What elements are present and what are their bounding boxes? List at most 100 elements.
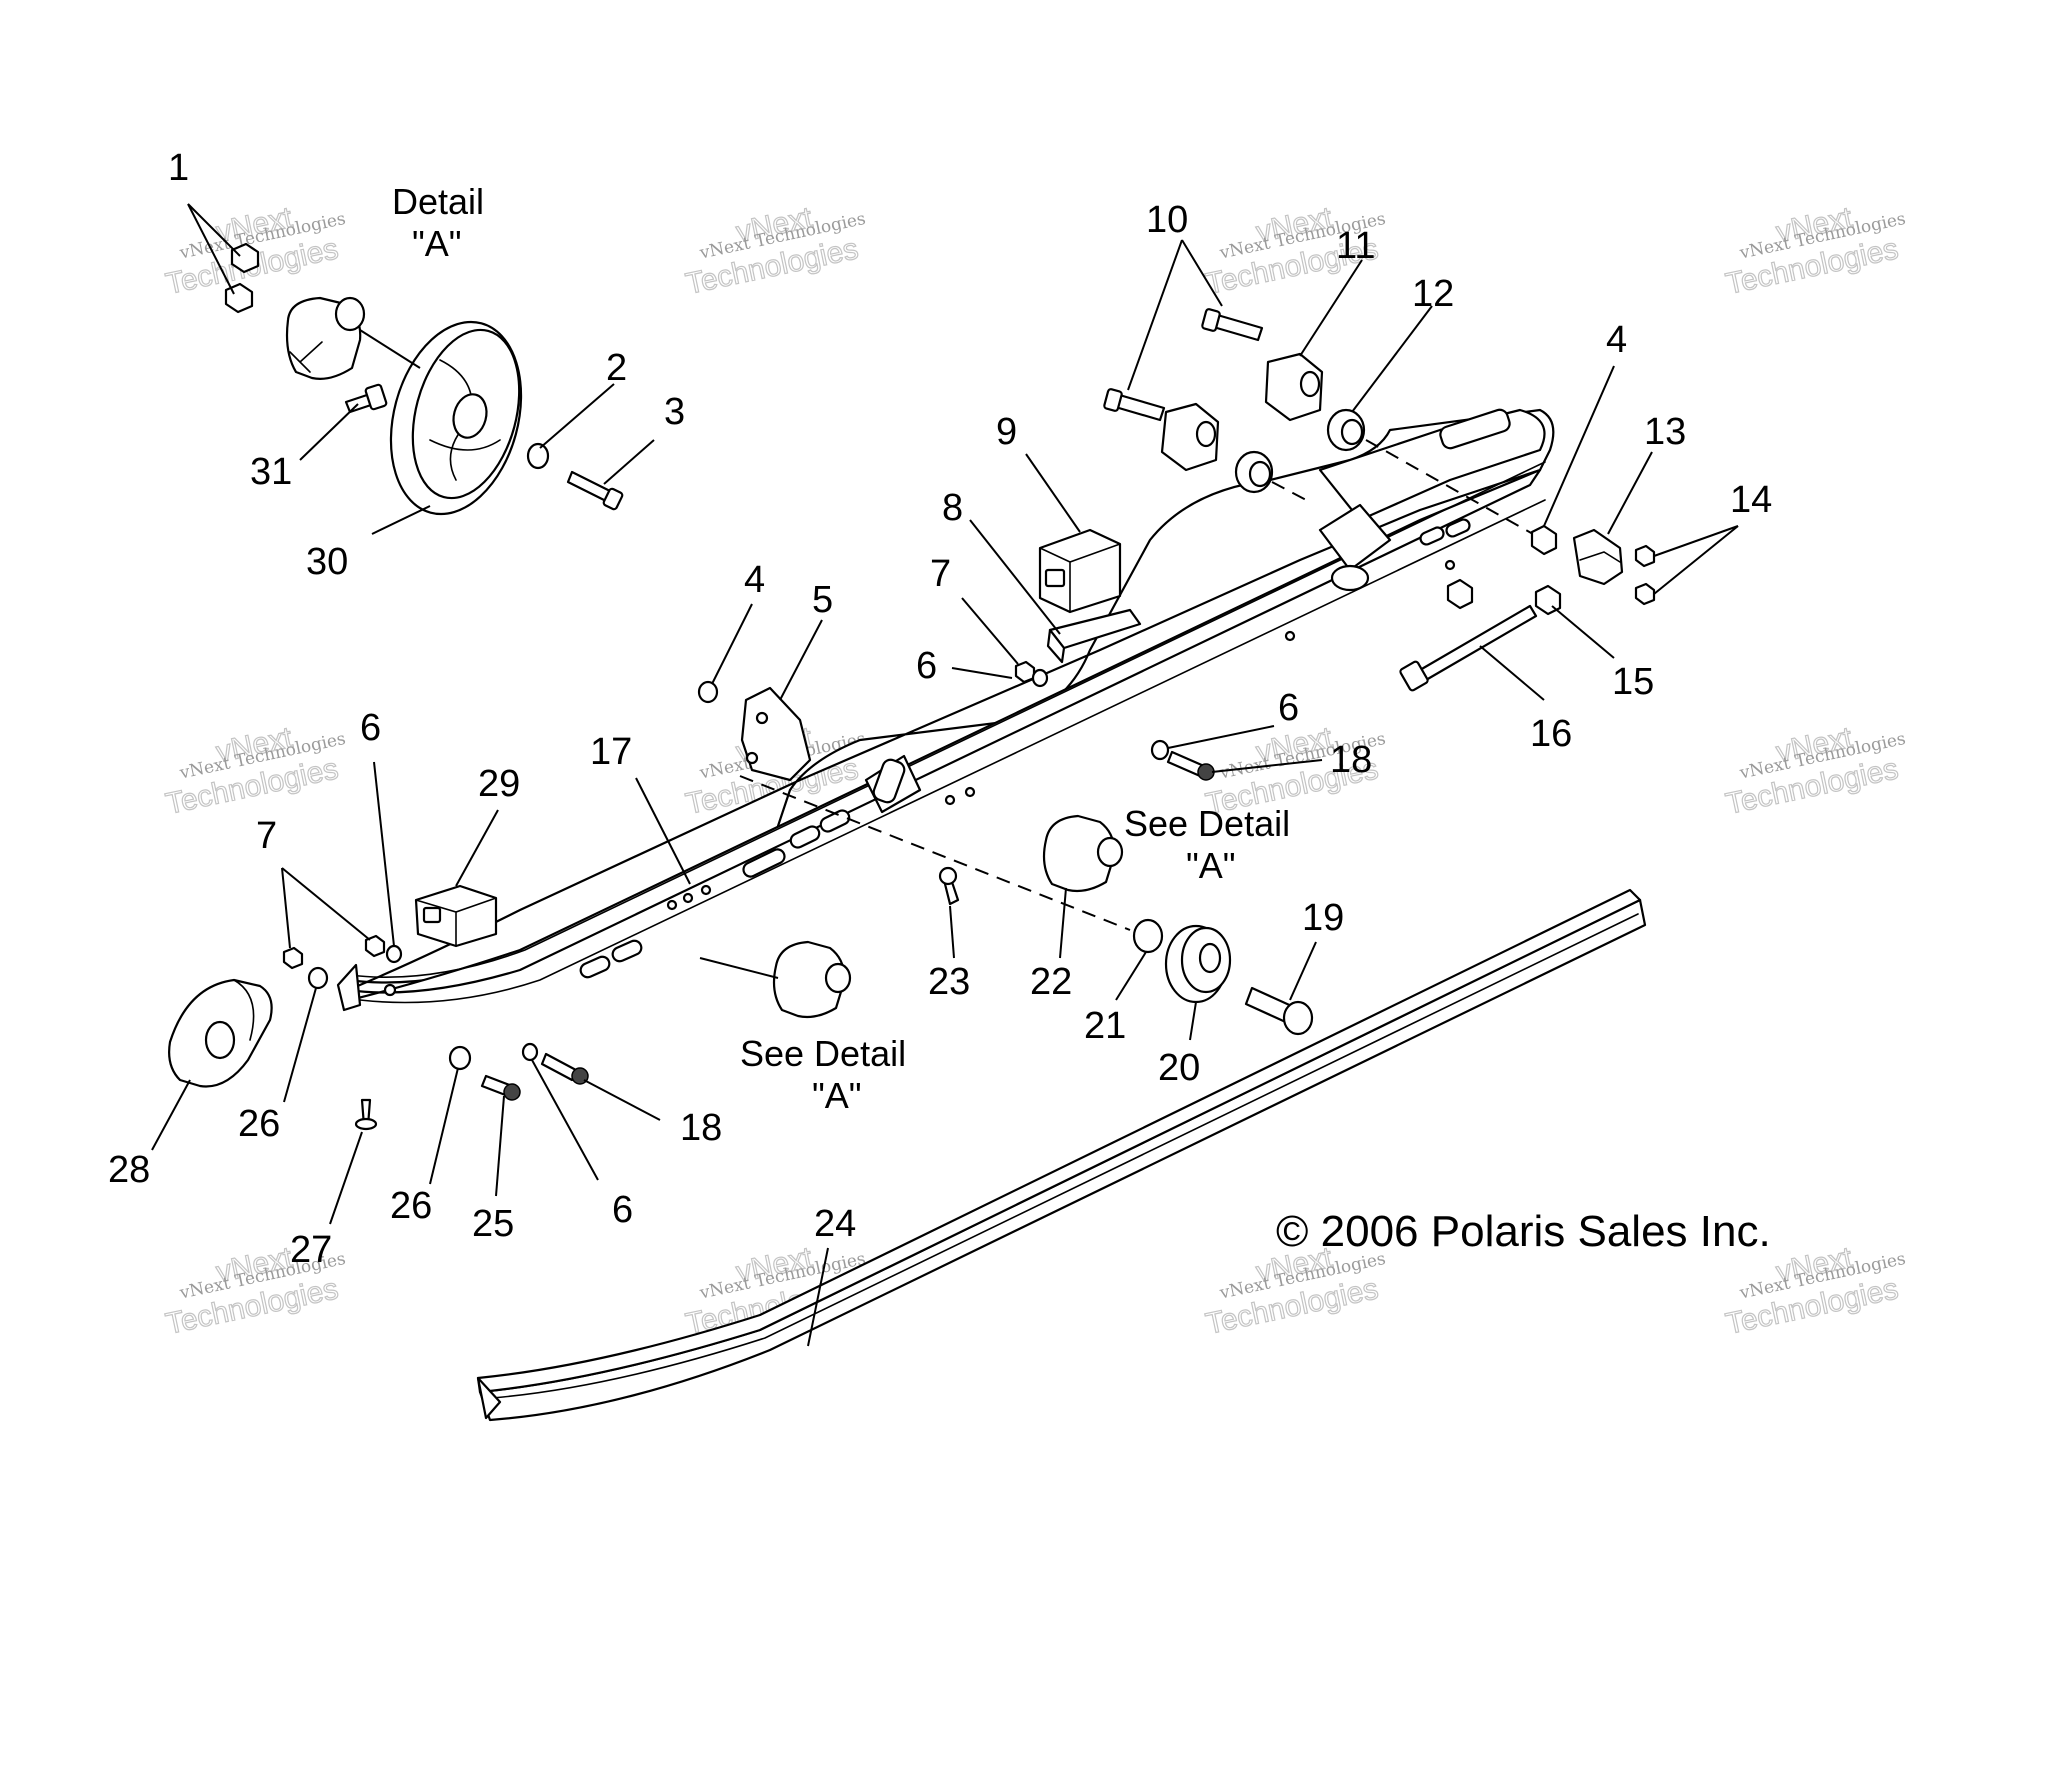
leader-28 [151,1079,191,1151]
nut-7-front [282,946,304,970]
spacer-11-lower-hole [1195,420,1217,448]
housing-29-window [422,906,442,924]
front-bracket-hole [755,711,769,725]
wheel-hub [452,393,488,439]
see-detail-lower: See Detail [740,1033,906,1074]
rail-rear-slot [1439,408,1511,450]
screw-27-head [354,1117,378,1131]
watermark: Technologies vNext vNext Technologies [1722,1240,1907,1341]
washer-2 [526,442,550,470]
callout-29: 29 [478,763,520,805]
callout-8: 8 [942,487,963,529]
rail-gusset [1318,503,1392,572]
spacer-11-upper-hole [1299,370,1321,398]
bracket-edge [289,341,323,373]
rail-hole-small [1444,559,1456,571]
callout-27: 27 [290,1229,332,1271]
leader-26b [429,1067,459,1185]
leader-10a [1127,239,1183,391]
leader-17 [635,777,691,885]
rail-hole-small [383,983,397,997]
callout-6d: 6 [612,1189,633,1231]
rail-hole-small [682,892,694,904]
callout-20: 20 [1158,1047,1200,1089]
leader-12 [1351,305,1433,413]
leader-6a [951,667,1013,679]
leader-7b2 [281,867,371,941]
leader-15 [1551,605,1615,659]
leader-14b [1653,525,1739,595]
detail-a-assembly [224,242,624,516]
bolt-23-head [938,866,958,886]
rail-edge-1 [349,461,1546,979]
leader-16 [1479,645,1545,701]
callout-26a: 26 [238,1103,280,1145]
nut-7-upper [1014,660,1036,684]
nut-14-upper [1634,544,1656,568]
bumper-28-edge [233,979,255,1041]
rail-tip [336,963,362,1012]
watermark: Technologies vNext vNext Technologies [162,720,347,821]
callout-7a: 7 [930,553,951,595]
leader-8 [969,519,1061,635]
bolt-18-lower [540,1052,578,1082]
leader-1 [187,203,241,257]
callout-11: 11 [1336,225,1375,267]
callout-18b: 18 [680,1107,722,1149]
leader-25 [495,1095,505,1197]
rail-hole-small [700,884,712,896]
rail-hole-small [666,899,678,911]
wear-strip-groove [491,913,1639,1399]
wheel-bracket-22-hub [1096,836,1124,868]
see-detail-upper-ref: "A" [1186,845,1236,886]
callout-10: 10 [1146,199,1188,241]
detail-a-title: Detail [392,181,484,222]
leader-23 [949,905,955,959]
callout-26b: 26 [390,1185,432,1227]
washer-6-front [385,944,403,964]
leader-21 [1115,951,1147,1001]
washer-26-lower [448,1045,472,1071]
leader-19 [1289,941,1317,1001]
leader-11 [1299,259,1363,357]
rail-rear-plate [1318,408,1546,522]
axis-line-12 [1365,439,1541,539]
see-detail-upper: See Detail [1124,803,1290,844]
leader-6c [373,761,395,947]
rail-edge-2 [359,499,1546,1004]
leader-26a [283,987,317,1103]
copyright-notice: © 2006 Polaris Sales Inc. [1276,1207,1771,1256]
callout-17: 17 [590,731,632,773]
callout-15: 15 [1612,661,1654,703]
rail-riser-slot [872,758,906,804]
bushing-12-lower-end [1248,460,1272,488]
callout-3: 3 [664,391,685,433]
rail-hole-small [1284,630,1296,642]
washer-26-left [307,966,329,990]
callout-labels: 1 2 3 4 4 5 6 6 6 6 7 7 8 9 10 11 12 13 … [108,147,1772,1271]
bracket-hub [334,296,366,332]
leader-lines [151,203,1739,1347]
detail-a-axle-line [359,329,421,369]
callout-13: 13 [1644,411,1686,453]
callout-12: 12 [1412,273,1454,315]
leader-2 [539,383,615,449]
rail-slots [579,518,1471,979]
leader-31 [299,403,359,461]
leader-4a [711,603,753,685]
bumper-28-hole [204,1020,236,1060]
leader-detail-lower [699,957,779,979]
callout-6b: 6 [1278,687,1299,729]
leader-27 [329,1131,363,1225]
bolt-10-lower-head [1103,388,1123,412]
leader-30 [371,505,431,535]
housing-9-window [1044,568,1066,588]
callout-30: 30 [306,541,348,583]
bolt-18-mid-head [1197,763,1215,781]
leader-18b [583,1079,661,1121]
callout-9: 9 [996,411,1017,453]
nut-1-lower [224,282,254,314]
rail-hole-small [964,786,976,798]
rail-lower-flange [346,468,1542,1002]
callout-21: 21 [1084,1005,1126,1047]
